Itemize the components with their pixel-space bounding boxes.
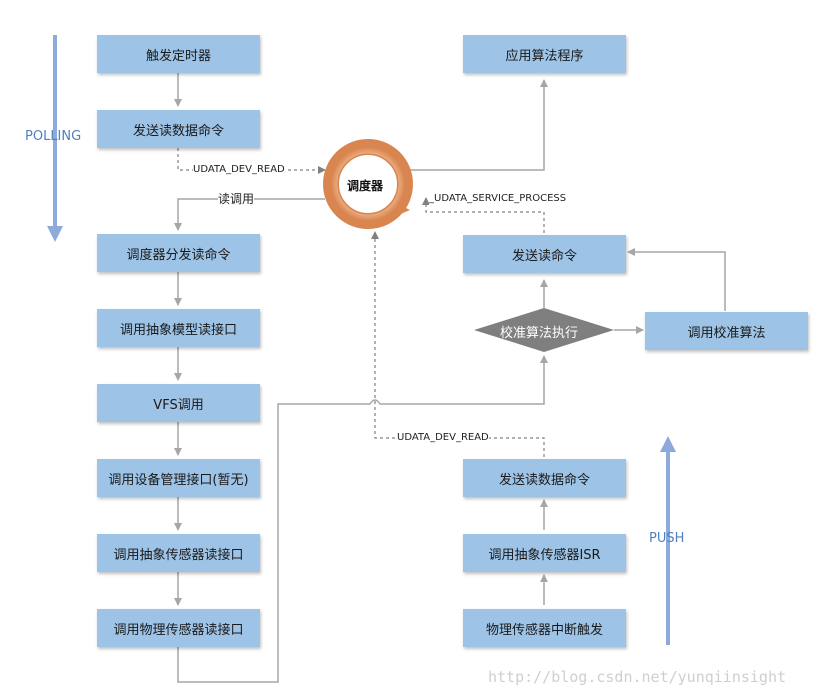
scheduler-label: 调度器 (347, 179, 384, 193)
edge-service-process (422, 197, 545, 233)
polling-arrow-head (47, 226, 63, 242)
calibration-exec-label: 校准算法执行 (500, 326, 579, 341)
device-mgmt-box: 调用设备管理接口(暂无) (97, 459, 260, 497)
app-algorithm-box: 应用算法程序 (463, 35, 626, 73)
push-label: PUSH (649, 531, 685, 546)
edge-calibrate-back (627, 248, 726, 311)
vfs-call-box: VFS调用 (97, 384, 260, 422)
scheduler-ring-arrow (396, 204, 410, 216)
send-read-data-cmd-box: 发送读数据命令 (97, 110, 260, 148)
edge-label-service-process: _UDATA_SERVICE_PROCESS (429, 193, 567, 205)
watermark-text: http://blog.csdn.net/yunqiinsight (488, 668, 787, 686)
edge-label-read-call: 读调用 (218, 192, 255, 206)
polling-label: POLLING (25, 129, 82, 144)
abstract-sensor-isr-box: 调用抽象传感器ISR (463, 534, 626, 572)
edge-read-call (174, 198, 325, 231)
calibration-diamond (474, 308, 614, 352)
edge-physical-to-diamond (177, 355, 548, 683)
physical-sensor-irq-box: 物理传感器中断触发 (463, 609, 626, 647)
physical-sensor-read-box: 调用物理传感器读接口 (97, 609, 260, 647)
abstract-sensor-read-box: 调用抽象传感器读接口 (97, 534, 260, 572)
trigger-timer-box: 触发定时器 (97, 35, 260, 73)
edge-label-dev-read-bottom: UDATA_DEV_READ (397, 432, 489, 444)
edge-to-app (405, 79, 548, 171)
scheduler-ring (324, 140, 412, 228)
call-calibration-box: 调用校准算法 (645, 312, 808, 350)
push-send-read-data-box: 发送读数据命令 (463, 459, 626, 497)
push-arrow-head (660, 436, 676, 452)
edge-label-dev-read-top: UDATA_DEV_READ (193, 164, 285, 176)
scheduler-center (340, 156, 396, 212)
abstract-model-read-box: 调用抽象模型读接口 (97, 309, 260, 347)
send-read-cmd-box: 发送读命令 (463, 235, 626, 273)
scheduler-dispatch-box: 调度器分发读命令 (97, 234, 260, 272)
